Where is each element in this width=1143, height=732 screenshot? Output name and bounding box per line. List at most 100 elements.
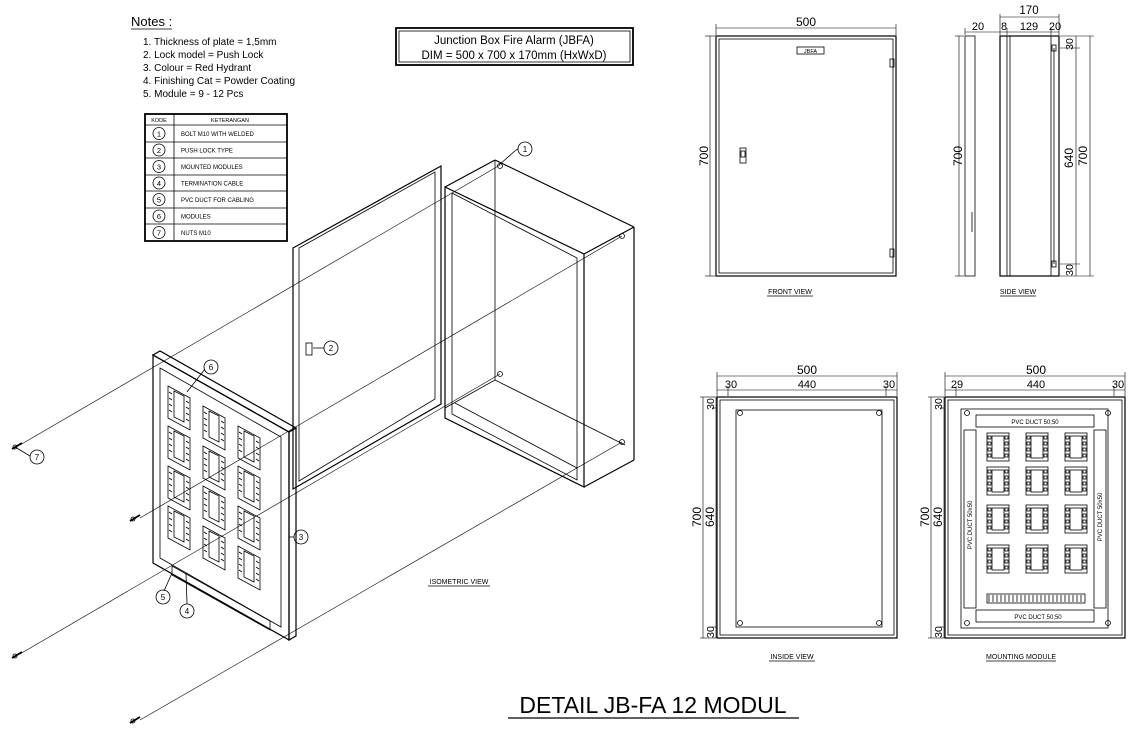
mounting-middle-dim: 440 xyxy=(1027,379,1045,391)
legend-row: 2 PUSH LOCK TYPE xyxy=(145,143,287,159)
legend-text: TERMINATION CABLE xyxy=(181,182,243,188)
legend-code: 3 xyxy=(157,163,161,172)
side-top-offset-dim: 30 xyxy=(1064,38,1076,50)
inside-inner-height-dim: 640 xyxy=(703,507,717,527)
side-bottom-offset-dim: 30 xyxy=(1064,264,1076,276)
svg-text:5: 5 xyxy=(161,593,166,602)
side-view: 170 20 8 129 20 700 30 640 30 700 SIDE V… xyxy=(951,5,1094,297)
legend-text: NUTS M10 xyxy=(181,231,211,237)
module-icon xyxy=(237,465,261,511)
legend-row: 4 TERMINATION CABLE xyxy=(145,176,287,192)
side-height-dim: 700 xyxy=(1076,146,1090,166)
front-height-dim: 700 xyxy=(697,146,711,166)
inside-width-dim: 500 xyxy=(797,363,817,377)
side-inner-height-dim: 640 xyxy=(1062,148,1076,168)
title-box: Junction Box Fire Alarm (JBFA) DIM = 500… xyxy=(395,27,634,66)
svg-text:1: 1 xyxy=(523,145,528,154)
side-seg-dim: 129 xyxy=(1020,21,1038,33)
module-icon xyxy=(986,504,1010,534)
svg-text:3: 3 xyxy=(299,533,304,542)
module-icon xyxy=(167,465,191,511)
inside-middle-dim: 440 xyxy=(798,379,816,391)
module-icon xyxy=(167,425,191,471)
module-icon xyxy=(1064,432,1088,462)
front-width-dim: 500 xyxy=(796,15,816,29)
module-icon xyxy=(1025,544,1049,574)
mounting-left-dim: 29 xyxy=(951,379,963,391)
legend-header-code: KODE xyxy=(151,118,167,124)
inside-caption: INSIDE VIEW xyxy=(770,654,814,661)
front-view: JBFA 500 700 FRONT VIEW xyxy=(697,15,897,297)
legend-row: 7 NUTS M10 xyxy=(152,226,211,239)
svg-text:6: 6 xyxy=(209,363,214,372)
inside-left-dim: 30 xyxy=(725,379,737,391)
callout-5: 5 xyxy=(155,572,173,605)
notes-heading: Notes : xyxy=(131,14,172,29)
mounting-duct-right: PVC DUCT 50x50 xyxy=(1098,492,1104,541)
iso-modules xyxy=(167,385,261,591)
mounting-width-dim: 500 xyxy=(1026,363,1046,377)
legend-code: 1 xyxy=(157,130,161,139)
legend-row: 5 PVC DUCT FOR CABLING xyxy=(145,193,287,209)
callout-6: 6 xyxy=(186,359,219,393)
module-icon xyxy=(986,432,1010,462)
callout-2: 2 xyxy=(322,340,339,356)
note-line: 5. Module = 9 - 12 Pcs xyxy=(143,89,243,100)
legend-code: 6 xyxy=(157,212,161,221)
legend-table: KODE KETERANGAN 1 BOLT M10 WITH WELDED 2… xyxy=(144,113,288,242)
iso-bolts xyxy=(11,442,141,724)
legend-row: 3 MOUNTED MODULES xyxy=(145,160,287,176)
bolt-icon xyxy=(129,514,141,522)
module-icon xyxy=(237,505,261,551)
iso-box xyxy=(444,159,635,488)
callout-1: 1 xyxy=(498,141,533,166)
iso-projection-lines xyxy=(19,164,623,721)
module-icon xyxy=(167,385,191,431)
bolt-icon xyxy=(11,651,23,659)
svg-text:4: 4 xyxy=(185,607,190,616)
note-line: 3. Colour = Red Hydrant xyxy=(143,63,251,74)
module-icon xyxy=(1064,544,1088,574)
module-icon xyxy=(202,525,226,571)
inside-height-dim: 700 xyxy=(690,507,704,527)
module-icon xyxy=(1025,432,1049,462)
mounting-caption: MOUNTING MODULE xyxy=(986,654,1056,661)
mounting-top-offset-dim: 30 xyxy=(933,398,945,410)
legend-code: 4 xyxy=(157,179,161,188)
note-line: 2. Lock model = Push Lock xyxy=(143,50,264,61)
inside-view: 500 30 440 30 700 30 640 30 INSIDE VIEW xyxy=(690,363,898,662)
inside-right-dim: 30 xyxy=(883,379,895,391)
iso-callouts: 1 2 3 4 5 xyxy=(14,141,533,619)
svg-text:7: 7 xyxy=(35,453,40,462)
module-icon xyxy=(1064,504,1088,534)
title-box-line1: Junction Box Fire Alarm (JBFA) xyxy=(434,35,594,47)
side-seg-dim: 8 xyxy=(1001,21,1007,33)
note-line: 4. Finishing Cat = Powder Coating xyxy=(143,76,295,87)
side-seg-dim: 20 xyxy=(1049,21,1061,33)
mounting-duct-left: PVC DUCT 50x50 xyxy=(968,500,974,549)
legend-text: PVC DUCT FOR CABLING xyxy=(181,198,254,204)
legend-text: BOLT M10 WITH WELDED xyxy=(181,132,254,138)
module-icon xyxy=(1064,466,1088,496)
side-caption: SIDE VIEW xyxy=(1000,289,1037,296)
terminal-strip xyxy=(986,593,1086,604)
legend-text: PUSH LOCK TYPE xyxy=(181,149,233,155)
front-caption: FRONT VIEW xyxy=(768,289,812,296)
iso-caption: ISOMETRIC VIEW xyxy=(430,579,489,586)
main-title: DETAIL JB-FA 12 MODUL xyxy=(519,692,786,718)
mounting-module-view: PVC DUCT 50;50 PVC DUCT 50;50 PVC DUCT 5… xyxy=(918,363,1126,662)
inside-bottom-offset-dim: 30 xyxy=(705,626,717,638)
mounting-duct-top: PVC DUCT 50;50 xyxy=(1011,420,1059,426)
legend-text: MODULES xyxy=(181,215,211,221)
legend-code: 2 xyxy=(157,146,161,155)
module-icon xyxy=(202,445,226,491)
module-icon xyxy=(986,466,1010,496)
mounting-height-dim: 700 xyxy=(918,507,932,527)
callout-7: 7 xyxy=(14,446,45,465)
module-icon xyxy=(202,405,226,451)
iso-mounting-plate xyxy=(151,350,298,642)
side-seg-dim: 20 xyxy=(972,21,984,33)
module-icon xyxy=(986,544,1010,574)
mounting-modules-grid xyxy=(986,432,1088,574)
